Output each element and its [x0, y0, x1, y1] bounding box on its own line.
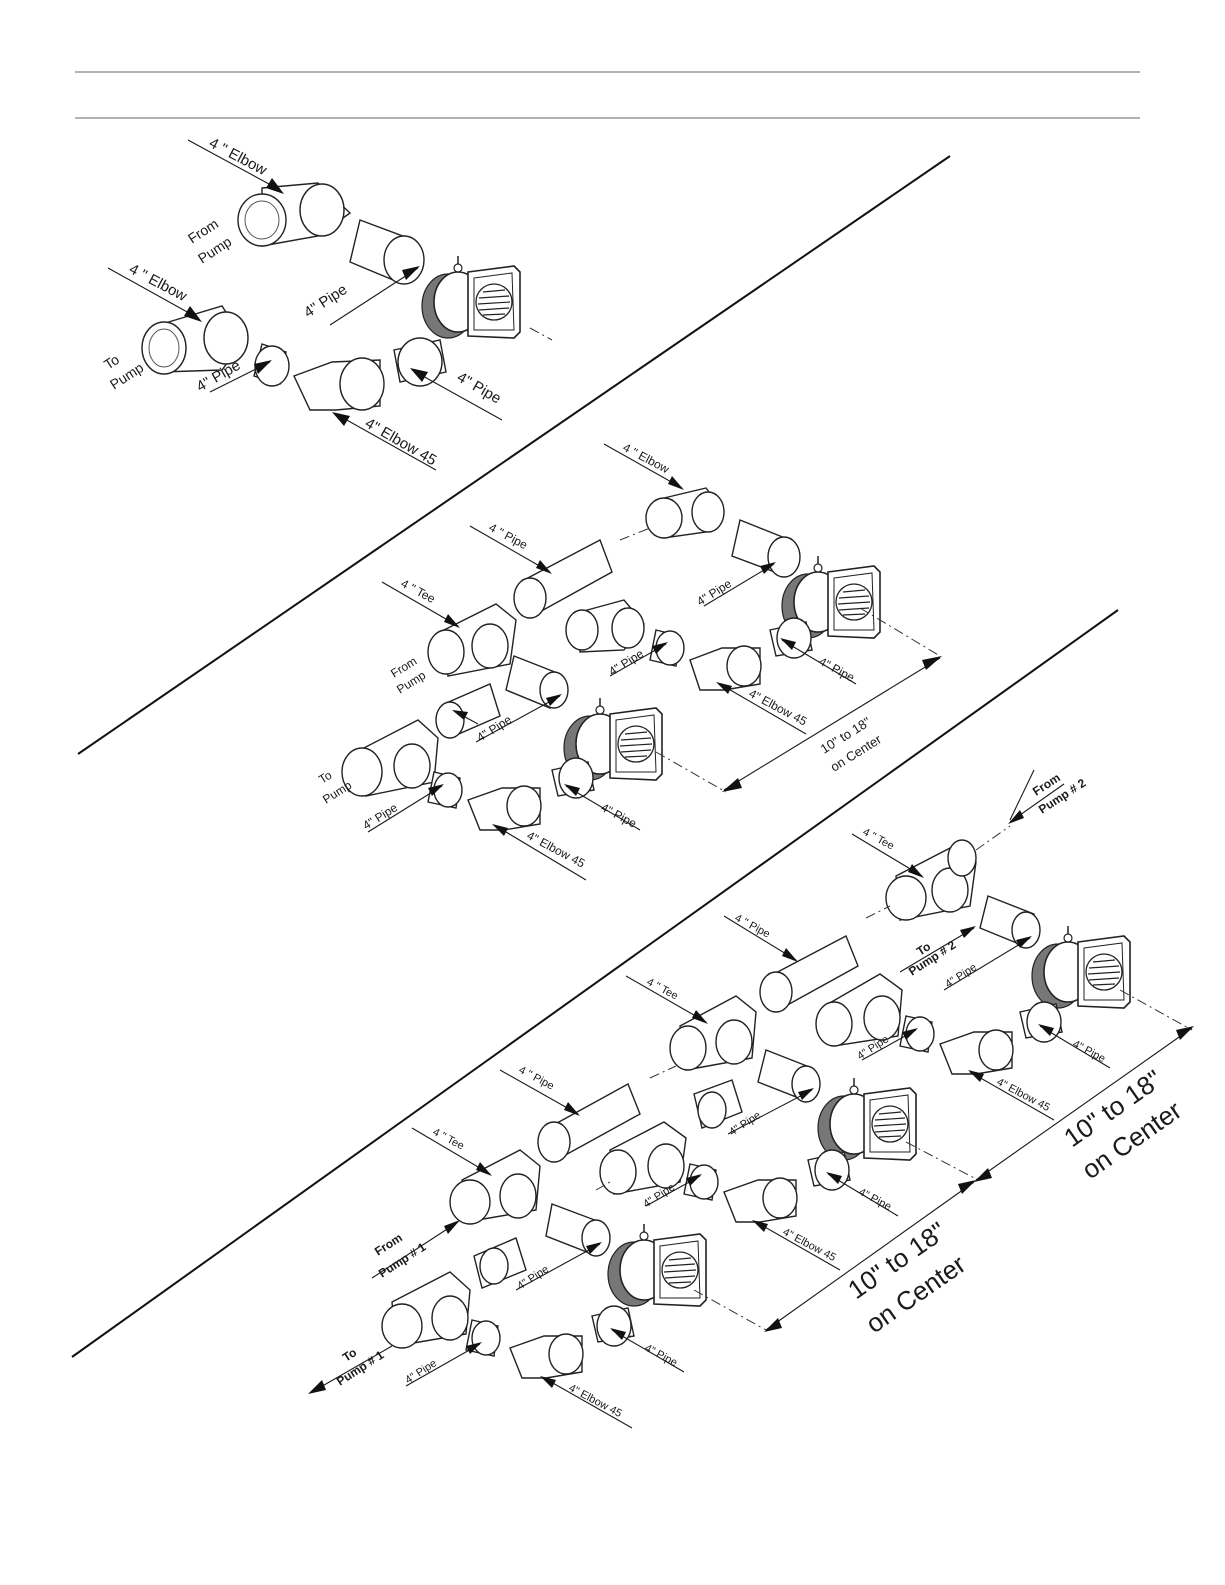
elbow45-label: 4" Elbow 45	[995, 1076, 1052, 1114]
pipe-label: 4" Pipe	[694, 576, 734, 608]
pipe-label: 4" Pipe	[301, 281, 350, 321]
floor-fitting	[607, 1223, 707, 1307]
pipe-component	[473, 1237, 527, 1289]
tee-component	[449, 1149, 541, 1225]
pipe-component	[551, 757, 595, 799]
section-two-pumps: 10" to 18" on Center 10" to 18" on Cente…	[308, 769, 1194, 1429]
spacing-dimension-line	[765, 1181, 975, 1331]
pipe-label: 4" Pipe	[360, 800, 400, 832]
pipe-label: 4" Pipe	[817, 654, 858, 684]
elbow45-component	[467, 785, 542, 831]
pipe-component	[393, 337, 447, 387]
spacing-dimension-line	[975, 1027, 1193, 1181]
elbow45-component	[689, 645, 762, 691]
pipe-component	[757, 1049, 821, 1103]
to-label: To	[340, 1345, 359, 1364]
elbow45-component	[509, 1333, 584, 1379]
tee-label: 4 " Tee	[399, 576, 438, 606]
floor-fitting	[421, 255, 521, 339]
pipe-component	[979, 895, 1041, 949]
section-single-fitting: 4 " Elbow 4" Pipe From Pump 4 " Elbow To…	[101, 135, 553, 471]
pipe-component	[513, 539, 613, 619]
separator-line-2	[71, 609, 1119, 1358]
pipe-component	[349, 219, 425, 285]
elbow-label: 4 " Elbow	[621, 440, 672, 476]
pipe-component	[759, 935, 859, 1013]
elbow45-component	[723, 1177, 798, 1223]
elbow45-label: 4" Elbow 45	[747, 686, 810, 728]
separator-line-1	[77, 155, 951, 755]
to-label: To	[316, 768, 334, 787]
pipe-label: 4" Pipe	[403, 1357, 439, 1386]
pipe-component	[253, 343, 290, 387]
elbow-component	[237, 182, 352, 247]
elbow45-label: 4" Elbow 45	[567, 1382, 624, 1420]
pipe-label: 4" Pipe	[599, 800, 640, 830]
pipe-label: 4 " Pipe	[733, 912, 772, 941]
pipe-component	[693, 1079, 743, 1129]
tee-label: 4 " Tee	[431, 1126, 466, 1152]
pipe-component	[899, 1015, 935, 1053]
elbow45-label: 4" Elbow 45	[781, 1226, 838, 1264]
pipe-component	[537, 1083, 641, 1163]
pipe-component	[427, 771, 463, 809]
pipe-component	[731, 519, 801, 578]
pipe-component	[545, 1203, 611, 1257]
elbow45-component	[293, 357, 385, 411]
elbow45-label: 4" Elbow 45	[362, 415, 439, 469]
elbow-component	[645, 487, 725, 539]
pipe-label: 4" Pipe	[643, 1342, 680, 1369]
tee-component	[885, 839, 977, 921]
pipe-component	[505, 655, 569, 709]
elbow-label: 4 " Elbow	[206, 135, 270, 180]
tee-component	[815, 973, 903, 1047]
floor-fitting	[1031, 925, 1131, 1009]
pipe-component	[649, 629, 685, 667]
to-label: To	[914, 939, 933, 958]
tee-component	[341, 719, 439, 797]
pipe-label: 4" Pipe	[943, 961, 979, 990]
pipe-label: 4 " Pipe	[517, 1064, 556, 1093]
pipe-label: 4" Pipe	[454, 369, 504, 408]
elbow45-label: 4" Elbow 45	[525, 828, 588, 870]
pipe-component	[591, 1305, 635, 1347]
tee-component	[599, 1121, 687, 1195]
pump-label: Pump # 2	[906, 938, 959, 979]
floor-fitting	[817, 1077, 917, 1161]
tee-component	[427, 603, 517, 677]
elbow45-component	[939, 1029, 1014, 1075]
pipe-label: 4" Pipe	[1071, 1038, 1108, 1065]
tee-label: 4 " Tee	[645, 976, 680, 1002]
tee-label: 4 " Tee	[861, 826, 896, 852]
pipe-component	[769, 617, 813, 659]
section-two-fittings: 10" to 18" on Center 4 " Elbow 4 " Pipe …	[316, 440, 942, 881]
tee-component	[381, 1271, 471, 1349]
elbow-component	[141, 305, 249, 375]
pipe-label: 4" Pipe	[857, 1186, 894, 1213]
tee-component	[669, 995, 757, 1071]
to-label: To	[101, 351, 122, 373]
elbow-component	[565, 599, 645, 653]
spacing-dimension-line	[723, 657, 941, 791]
